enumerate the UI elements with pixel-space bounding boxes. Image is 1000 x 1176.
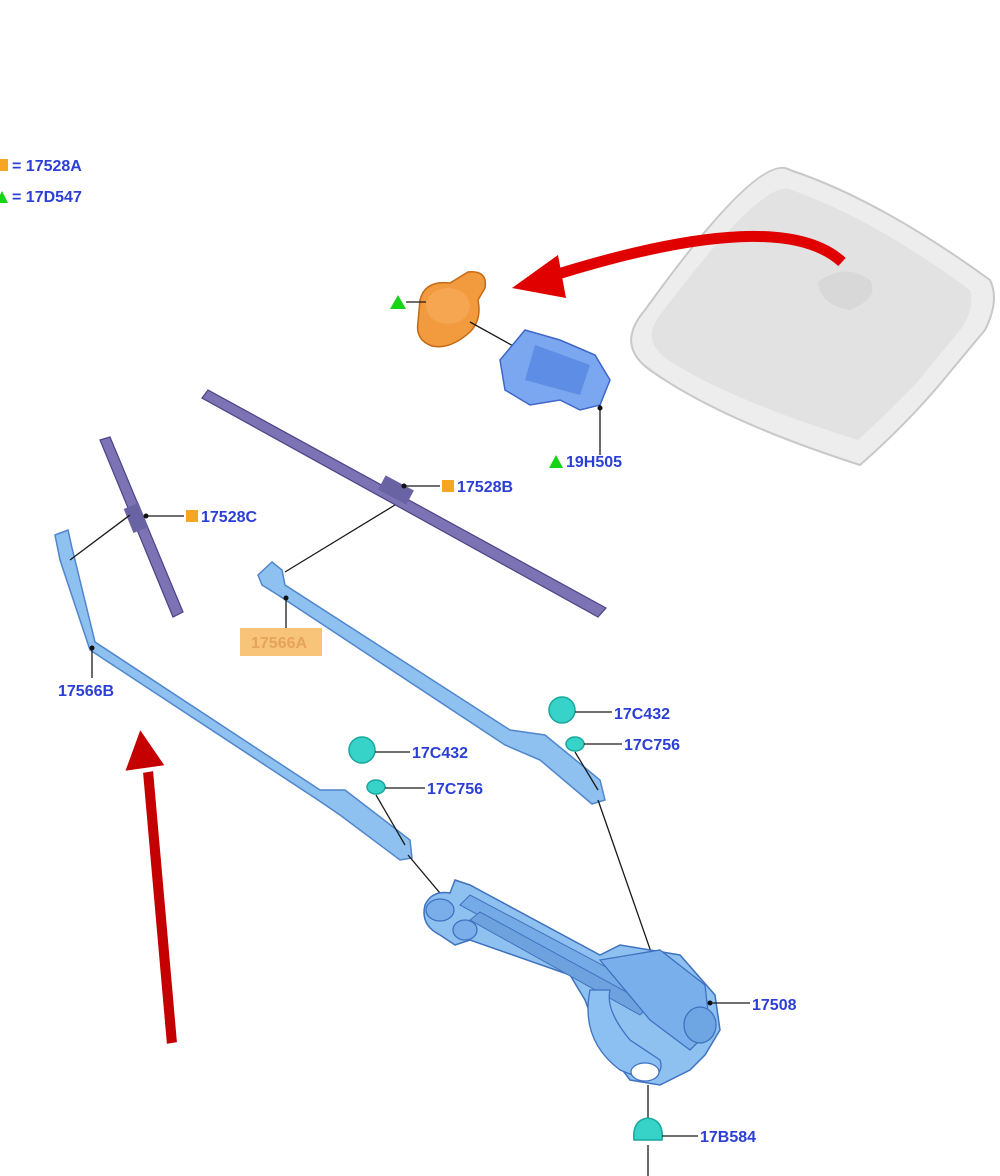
legend-item-orange: = 17528A: [12, 158, 82, 175]
callout-cowl-grommet[interactable]: 17B584: [700, 1129, 756, 1146]
wiper-motor-linkage: 17508: [423, 879, 797, 1086]
wiper-arm-right: 17566A: [240, 504, 606, 805]
callout-blade-right[interactable]: 17528B: [457, 479, 513, 496]
callout-arm-left[interactable]: 17566B: [58, 683, 114, 700]
nut-icon: [366, 779, 386, 795]
callout-sensor-bracket[interactable]: 19H505: [566, 454, 622, 471]
sensor-bracket: 19H505: [499, 329, 622, 471]
red-arrow-up-icon: [122, 725, 180, 1047]
legend: = 17528A = 17D547: [0, 158, 82, 206]
green-triangle-icon: [549, 455, 563, 468]
green-triangle-icon: [390, 295, 406, 309]
red-arrow-to-sensor-icon: [512, 230, 846, 298]
callout-nut-cap-left[interactable]: 17C432: [412, 745, 468, 762]
wiper-arm-left: 17566B: [54, 514, 413, 861]
callout-blade-left[interactable]: 17528C: [201, 509, 257, 526]
callout-arm-right[interactable]: 17566A: [251, 635, 307, 652]
orange-square-icon: [442, 480, 454, 492]
grommet-icon: [633, 1117, 663, 1141]
orange-square-icon: [186, 510, 198, 522]
nut-cap-icon: [348, 736, 376, 764]
nut-set-left: 17C432 17C756: [348, 736, 483, 846]
rain-sensor: [390, 271, 561, 373]
green-triangle-icon: [0, 191, 8, 203]
legend-item-green: = 17D547: [12, 189, 82, 206]
nut-icon: [565, 736, 585, 752]
wiper-blade-right: 17528B: [201, 389, 607, 618]
cowl-grommet: 17B584: [633, 1085, 756, 1176]
orange-square-icon: [0, 159, 8, 171]
wiper-blade-left: 17528C: [99, 436, 257, 618]
nut-cap-icon: [548, 696, 576, 724]
nut-set-right: 17C432 17C756: [548, 696, 680, 791]
windshield: [630, 166, 995, 467]
highlight-box: [240, 628, 322, 656]
callout-motor-linkage[interactable]: 17508: [752, 997, 797, 1014]
callout-nut-left[interactable]: 17C756: [427, 781, 483, 798]
callout-nut-right[interactable]: 17C756: [624, 737, 680, 754]
callout-nut-cap-right[interactable]: 17C432: [614, 706, 670, 723]
